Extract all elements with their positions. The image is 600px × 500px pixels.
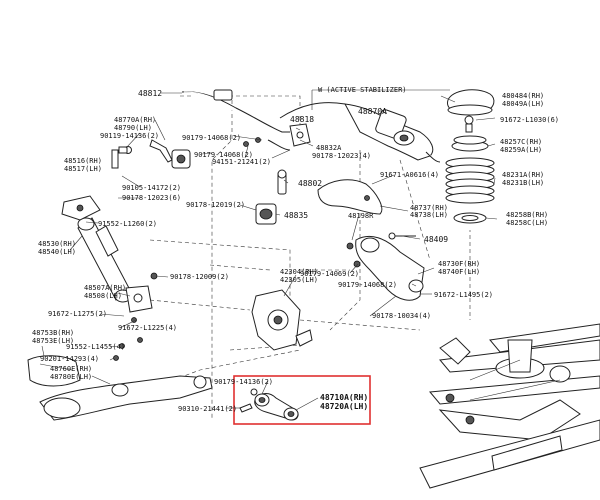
stabilizer-bar — [181, 89, 346, 133]
label-90179-14068-a: 90179-14068(2) — [182, 134, 241, 142]
label-91672-L1225: 91672-L1225(4) — [118, 324, 177, 332]
label-48231B: 48231B(LH) — [502, 179, 544, 187]
label-48508: 48508(LH) — [84, 292, 122, 300]
label-48507A: 48507A(RH) — [84, 284, 126, 292]
label-90179-14068-c: 90179-14068(2) — [338, 281, 397, 289]
label-48710A: 48710A(RH) — [320, 393, 368, 402]
label-42304: 42304(RH) — [280, 268, 318, 276]
label-48517: 48517(LH) — [64, 165, 102, 173]
label-90105: 90105-14172(2) — [122, 184, 181, 192]
label-48049A: 48049A(LH) — [502, 100, 544, 108]
label-90178-12023-a: 90178-12023(4) — [312, 152, 371, 160]
stabilizer-link-48802 — [277, 169, 287, 195]
label-90178-12023-b: 90178-12023(6) — [122, 194, 181, 202]
label-91552: 91552-L1260(2) — [98, 220, 157, 228]
label-48258C: 48258C(LH) — [506, 219, 548, 227]
label-480484: 480484(RH) — [502, 92, 544, 100]
label-48870A: 48870A — [358, 107, 387, 116]
label-90178-10034: 90178-10034(4) — [372, 312, 431, 320]
label-91672-L1495: 91672-L1495(2) — [434, 291, 493, 299]
label-48231: 48231A(RH) — [502, 171, 544, 179]
label-48540: 48540(LH) — [38, 248, 76, 256]
label-48802: 48802 — [298, 179, 322, 188]
label-90179-14069: 90179-14069(2) — [300, 270, 359, 278]
stabilizer-bushing — [255, 203, 277, 225]
label-48832A: 48832A — [316, 144, 342, 152]
label-90178-12019: 90178-12019(2) — [186, 201, 245, 209]
label-48516: 48516(RH) — [64, 157, 102, 165]
label-91552-L1455: 91552-L1455(4) — [66, 343, 125, 351]
highlight-box — [233, 375, 371, 425]
label-48409: 48409 — [424, 235, 448, 244]
label-48730F: 48730F(RH) — [438, 260, 480, 268]
label-48753E: 48753E(LH) — [32, 337, 74, 345]
label-91672-L1030: 91672-L1030(6) — [500, 116, 559, 124]
label-90310: 90310-21441(2) — [178, 405, 237, 413]
shock-upper-mount — [61, 149, 119, 221]
label-48259: 48259A(LH) — [500, 146, 542, 154]
label-42305: 42305(LH) — [280, 276, 318, 284]
coil-spring-assembly — [445, 89, 495, 224]
rear-toe-link-highlighted — [239, 388, 299, 421]
label-94151: 94151-21241(2) — [212, 158, 271, 166]
inset-assembly-view — [419, 320, 600, 500]
rear-knuckle — [251, 289, 313, 351]
lower-arm-bracket — [125, 285, 153, 343]
label-48780E: 48780E(LH) — [50, 373, 92, 381]
upper-control-arm — [355, 232, 425, 301]
lower-arm-cover — [27, 343, 125, 387]
label-90179-14068-b: 90179-14068(2) — [194, 151, 253, 159]
label-48770A: 48770A(RH) — [114, 116, 156, 124]
label-91672-L1275: 91672-L1275(2) — [48, 310, 107, 318]
label-48720A: 48720A(LH) — [320, 402, 368, 411]
label-48753B: 48753B(RH) — [32, 329, 74, 337]
label-90119-14136: 90119-14136(2) — [100, 132, 159, 140]
label-48258B: 48258B(RH) — [506, 211, 548, 219]
label-48198R: 48198R — [348, 212, 374, 220]
label-90201: 90201-14293(4) — [40, 355, 99, 363]
lower-control-arm — [39, 375, 213, 421]
label-48737: 48737(RH) — [410, 204, 448, 212]
stabilizer-bracket — [243, 123, 311, 151]
active-stabilizer-actuator — [311, 89, 450, 163]
label-90178-12009: 90178-12009(2) — [170, 273, 229, 281]
toe-control-arm — [317, 179, 383, 268]
label-48257: 48257C(RH) — [500, 138, 542, 146]
label-91671: 91671-A0616(4) — [380, 171, 439, 179]
label-48790: 48790(LH) — [114, 124, 152, 132]
leader-lines — [41, 92, 498, 411]
label-90179-14136: 90179-14136(2) — [214, 378, 273, 386]
label-48818: 48818 — [290, 115, 314, 124]
label-48738: 48738(LH) — [410, 211, 448, 219]
label-active-stabilizer: W (ACTIVE STABILIZER) — [318, 86, 407, 94]
part-labels: 48812 W (ACTIVE STABILIZER) 48870A 48048… — [32, 86, 559, 413]
label-48812: 48812 — [138, 89, 162, 98]
label-48740F: 48740F(LH) — [438, 268, 480, 276]
stabilizer-bushing-left — [213, 89, 233, 101]
label-48835: 48835 — [284, 211, 308, 220]
label-48760E: 48760E(RH) — [50, 365, 92, 373]
label-48530: 48530(RH) — [38, 240, 76, 248]
stabilizer-link-left — [118, 139, 191, 169]
